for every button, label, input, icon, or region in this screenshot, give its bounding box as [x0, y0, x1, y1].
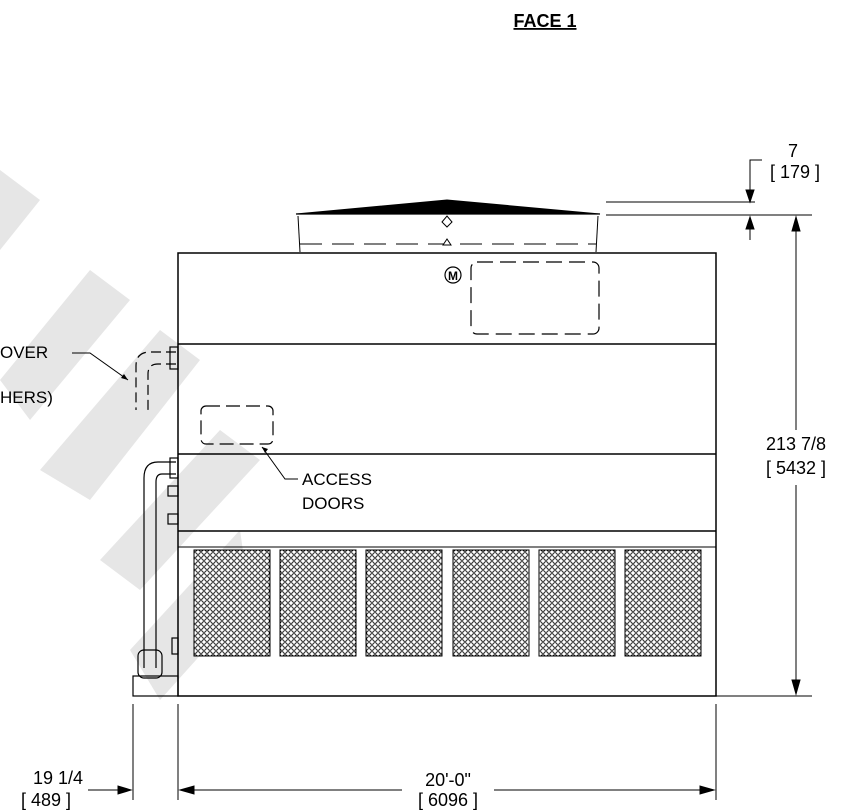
crossover-label-line2: HERS): [0, 388, 53, 407]
width-dimension: [177, 704, 717, 800]
fan-hood: [295, 199, 601, 253]
crossover-label-line1: OVER: [0, 343, 48, 362]
face-title: FACE 1: [513, 11, 576, 31]
louver-panel: [624, 549, 702, 657]
louver-panel: [193, 549, 271, 657]
logo-text: M: [448, 269, 458, 283]
air-inlet-louvers: [193, 549, 702, 657]
manufacturer-logo: M: [444, 266, 462, 284]
louver-panel: [279, 549, 357, 657]
access-door-upper: [470, 261, 600, 335]
top-offset-dimension: [606, 159, 812, 240]
side-offset-dimension: [88, 704, 134, 800]
louver-panel: [538, 549, 616, 657]
crossover-callout: OVER HERS): [0, 343, 129, 407]
louver-panel: [365, 549, 443, 657]
height-dimension: [716, 215, 812, 697]
access-doors-callout: ACCESS DOORS: [261, 446, 372, 513]
tower-casing: [177, 252, 717, 697]
height-imperial: 213 7/8: [766, 434, 826, 454]
access-doors-label-line1: ACCESS: [302, 470, 372, 489]
top-offset-metric: [ 179 ]: [770, 162, 820, 182]
height-metric: [ 5432 ]: [766, 458, 826, 478]
access-door-left: [200, 405, 274, 445]
top-offset-imperial: 7: [788, 141, 798, 161]
crossover-piping: [132, 346, 179, 697]
width-imperial: 20'-0": [425, 770, 471, 790]
width-metric: [ 6096 ]: [418, 790, 478, 810]
access-doors-label-line2: DOORS: [302, 494, 364, 513]
louver-panel: [452, 549, 530, 657]
side-offset-metric: [ 489 ]: [21, 790, 71, 810]
side-offset-imperial: 19 1/4: [33, 768, 83, 788]
